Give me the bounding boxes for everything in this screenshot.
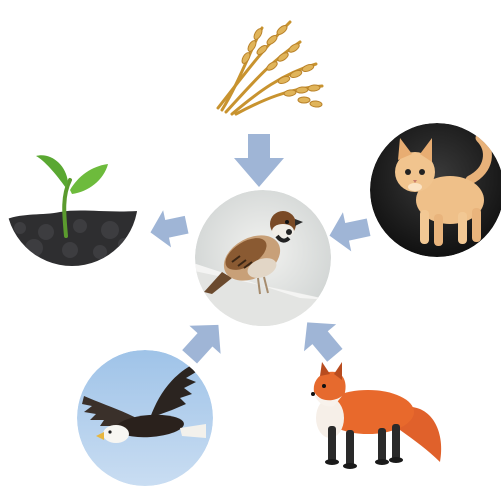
sparrow-node [190,190,331,340]
seedling-node [0,120,150,280]
fox-icon [311,362,441,469]
arrow-fox-to-sparrow [291,309,351,369]
wheat-node [218,22,322,114]
eagle-node [77,350,213,486]
kitten-node [370,123,501,257]
arrow-sparrow-to-seedling [147,206,191,251]
arrow-kitten-to-sparrow [325,208,372,255]
arrow-wheat-to-sparrow [234,134,284,187]
wheat-icon [218,22,322,114]
fox-node [311,362,441,469]
